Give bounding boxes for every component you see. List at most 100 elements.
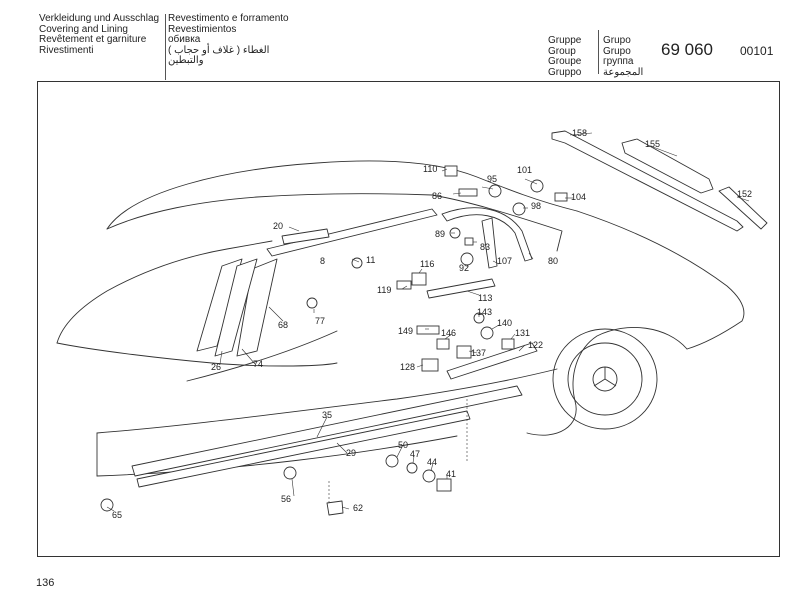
callout-86: 86 <box>432 191 442 201</box>
callout-68: 68 <box>278 320 288 330</box>
car-rear-window-outline <box>431 194 563 252</box>
callout-35: 35 <box>322 410 332 420</box>
part-98-nut <box>512 202 526 216</box>
car-rear-deck <box>576 210 745 350</box>
parts-diagram: 158 155 152 110 95 101 86 104 98 89 83 9… <box>56 128 768 520</box>
group-label: المجموعة <box>603 66 644 78</box>
title-spanish: Revestimientos <box>168 23 237 35</box>
part-62-clip <box>326 500 344 516</box>
part-146-clip <box>436 338 450 350</box>
callout-104: 104 <box>571 192 586 202</box>
group-label: Grupo <box>603 45 631 57</box>
car-rear-fender <box>526 327 688 436</box>
page-number: 136 <box>36 577 55 589</box>
callout-107: 107 <box>497 256 512 266</box>
title-arabic-2: والتبطين <box>168 55 204 66</box>
part-110-clip <box>444 165 458 177</box>
group-labels: Gruppe Group Groupe Gruppo <box>548 35 582 78</box>
callout-119: 119 <box>377 285 391 295</box>
callout-20: 20 <box>273 221 283 231</box>
callout-65: 65 <box>112 510 122 520</box>
part-140-washer <box>480 326 494 340</box>
title-french: Revêtement et garniture <box>39 34 147 45</box>
title-russian: обивка <box>168 34 201 45</box>
callout-158: 158 <box>572 128 587 138</box>
callout-116: 116 <box>420 259 434 269</box>
title-portuguese: Revestimento e forramento <box>168 13 289 24</box>
part-128-clip <box>421 358 439 372</box>
callout-140: 140 <box>497 318 512 328</box>
title-english: Covering and Lining <box>39 23 128 35</box>
part-131-clip <box>501 338 515 350</box>
group-divider <box>598 30 599 74</box>
callout-155: 155 <box>645 139 660 149</box>
callout-74: 74 <box>253 359 263 369</box>
car-side-line <box>96 368 558 434</box>
callout-62: 62 <box>353 503 363 513</box>
part-50-nut <box>385 454 399 468</box>
part-152-clip <box>718 186 768 230</box>
diagram-frame <box>37 81 780 557</box>
part-107-molding <box>481 217 498 269</box>
title-arabic-1: الغطاء ( غلاف أو حجاب ) <box>168 44 270 56</box>
part-68-pillar <box>236 258 278 357</box>
callout-92: 92 <box>459 263 469 273</box>
group-labels-2: Grupo Grupo группа المجموعة <box>603 35 644 78</box>
callout-149: 149 <box>398 326 413 336</box>
part-83-clip <box>464 237 474 246</box>
part-74-pillar <box>214 258 258 357</box>
part-155-bracket <box>621 138 714 194</box>
car-hood-line <box>56 342 338 367</box>
callout-137: 137 <box>471 348 486 358</box>
part-119-clip <box>396 280 412 290</box>
part-20-molding <box>281 228 330 245</box>
header-titles-middle: Revestimento e forramento Revestimientos… <box>168 13 323 67</box>
part-56-nut <box>283 466 297 480</box>
header-titles-left: Verkleidung und Ausschlag Covering and L… <box>39 13 160 56</box>
group-label: Gruppe <box>548 35 582 46</box>
callout-146: 146 <box>441 328 456 338</box>
document-code: 00101 <box>740 44 774 58</box>
callout-152: 152 <box>737 189 752 199</box>
part-158-roof-strip <box>551 130 744 232</box>
callout-122: 122 <box>528 340 543 350</box>
part-116-clip <box>411 272 427 286</box>
callout-11: 11 <box>366 255 375 265</box>
part-80-window-strip <box>441 207 533 262</box>
callout-89: 89 <box>435 229 445 239</box>
part-35-sill <box>131 385 523 477</box>
callout-83: 83 <box>480 242 490 252</box>
car-fender-line <box>186 330 338 382</box>
rear-wheel <box>552 328 658 430</box>
callout-110: 110 <box>423 164 437 174</box>
callout-80: 80 <box>548 256 558 266</box>
part-122-rocker <box>446 342 538 380</box>
callout-143: 143 <box>477 307 492 317</box>
car-windshield-outline <box>106 193 433 230</box>
callout-8: 8 <box>320 256 325 266</box>
group-number: 69 060 <box>661 40 713 59</box>
part-95-screw <box>488 184 502 198</box>
callout-44: 44 <box>427 457 437 467</box>
car-lower-edge <box>96 435 458 477</box>
part-41-clip <box>436 478 452 492</box>
part-149-bolt <box>416 325 440 335</box>
part-101-screw <box>530 179 544 193</box>
group-label: Gruppo <box>548 66 582 78</box>
car-body-outline <box>56 240 273 344</box>
part-104-clip <box>554 192 568 202</box>
callout-29: 29 <box>346 448 356 458</box>
callout-56: 56 <box>281 494 291 504</box>
part-137-clip <box>456 345 472 359</box>
title-german: Verkleidung und Ausschlag <box>39 13 160 24</box>
callout-47: 47 <box>410 449 420 459</box>
part-86-clip <box>458 188 478 197</box>
group-label: Grupo <box>603 35 631 46</box>
callout-41: 41 <box>446 469 456 479</box>
header-divider <box>165 14 166 80</box>
part-29-sill <box>136 410 471 488</box>
part-113-trim <box>426 278 496 299</box>
callout-50: 50 <box>398 440 408 450</box>
callout-95: 95 <box>487 174 497 184</box>
callout-26: 26 <box>211 362 221 372</box>
